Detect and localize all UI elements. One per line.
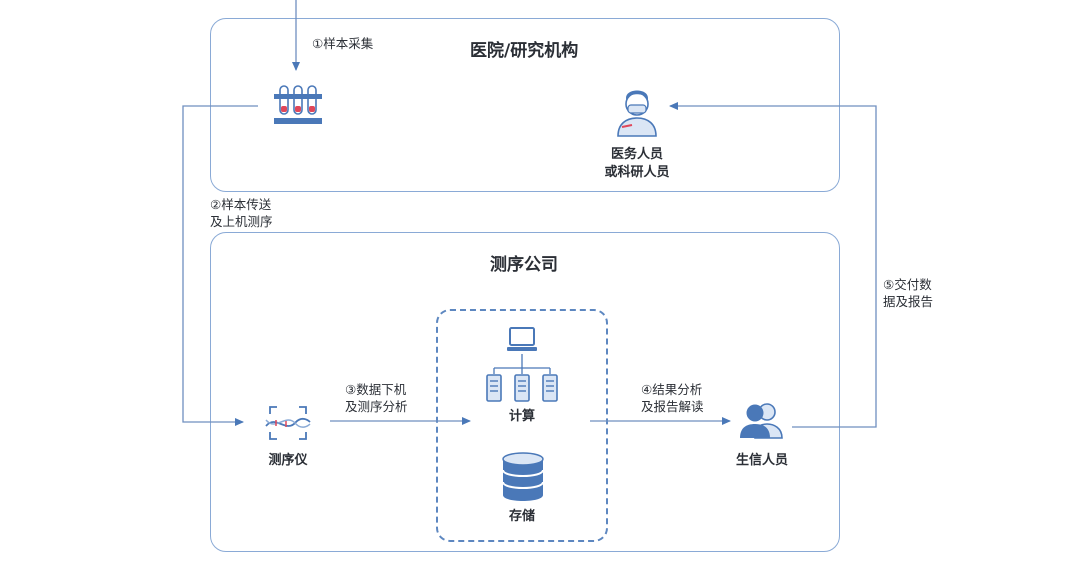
compute-label: 计算 [508, 409, 535, 424]
database-icon [502, 452, 544, 501]
sequencer-icon [265, 406, 311, 440]
laptop-icon [507, 327, 537, 351]
step3-label: ③数据下机 及测序分析 [345, 382, 408, 414]
server-icon [514, 374, 530, 402]
step2-label: ②样本传送 及上机测序 [210, 197, 273, 229]
arrow-sample-transfer [182, 105, 258, 426]
server-icon [542, 374, 558, 402]
test-tubes-icon [274, 85, 322, 124]
doctor-icon [617, 90, 657, 137]
bioinfo-staff-label: 生信人员 [735, 453, 788, 468]
company-title: 测序公司 [490, 255, 558, 275]
compute-network-lines [493, 354, 551, 374]
step5-label: ⑤交付数 据及报告 [883, 277, 934, 309]
server-icon [486, 374, 502, 402]
step4-label: ④结果分析 及报告解读 [641, 382, 704, 414]
arrow-deliver-report [669, 102, 877, 428]
hospital-title: 医院/研究机构 [470, 41, 579, 61]
compute-storage-group [436, 309, 608, 542]
hospital-staff-label: 医务人员 或科研人员 [604, 147, 670, 180]
storage-label: 存储 [508, 509, 535, 524]
step1-label: ①样本采集 [312, 36, 374, 51]
users-icon [740, 403, 783, 439]
sequencer-label: 测序仪 [268, 453, 308, 468]
